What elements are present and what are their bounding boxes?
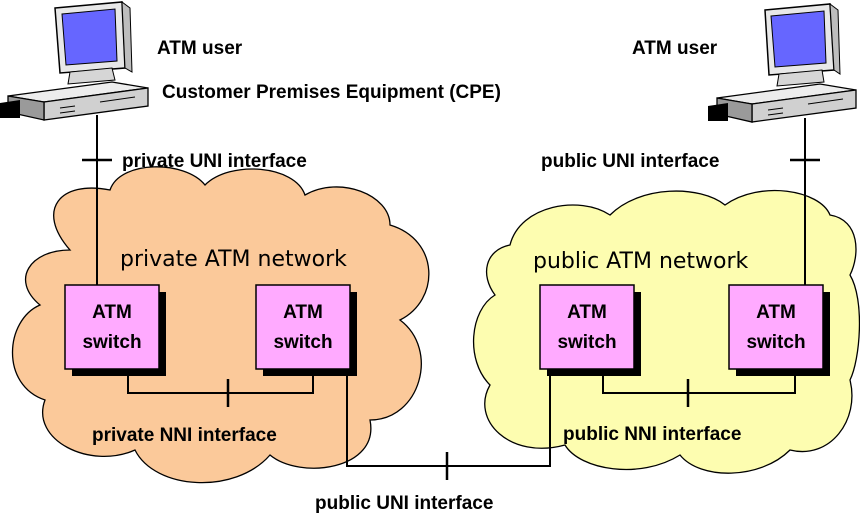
public-atm-network-cloud [472,189,860,474]
switch-label-line1: ATM [756,302,796,323]
private-network-title: private ATM network [120,247,347,272]
public-uni-bottom-label: public UNI interface [315,493,493,514]
public-nni-label: public NNI interface [563,424,741,445]
public-switch-1: ATM switch [539,284,641,376]
private-nni-label: private NNI interface [92,425,277,446]
interface-ticks [82,158,820,480]
right-atm-user-label: ATM user [632,38,718,59]
private-switch-1: ATM switch [64,284,166,376]
switch-label-line2: switch [557,332,616,353]
switch-label-line1: ATM [92,302,132,323]
left-atm-user-label: ATM user [157,38,243,59]
public-network-title: public ATM network [533,249,749,274]
switch-label-line1: ATM [567,302,607,323]
public-uni-top-label: public UNI interface [541,151,719,172]
switch-label-line2: switch [273,332,332,353]
right-computer-icon [708,2,857,123]
left-computer-icon [0,0,149,121]
switch-label-line2: switch [82,332,141,353]
private-atm-network-cloud [12,166,430,484]
switch-label-line2: switch [746,332,805,353]
public-nni-link [602,368,796,394]
cpe-label: Customer Premises Equipment (CPE) [162,82,501,103]
switch-label-line1: ATM [283,302,323,323]
connection-wires [96,115,806,467]
private-switch-2: ATM switch [255,284,357,376]
public-uni-link-bottom [346,368,551,467]
private-nni-link [127,368,314,394]
private-uni-label: private UNI interface [122,151,307,172]
public-switch-2: ATM switch [728,284,830,376]
